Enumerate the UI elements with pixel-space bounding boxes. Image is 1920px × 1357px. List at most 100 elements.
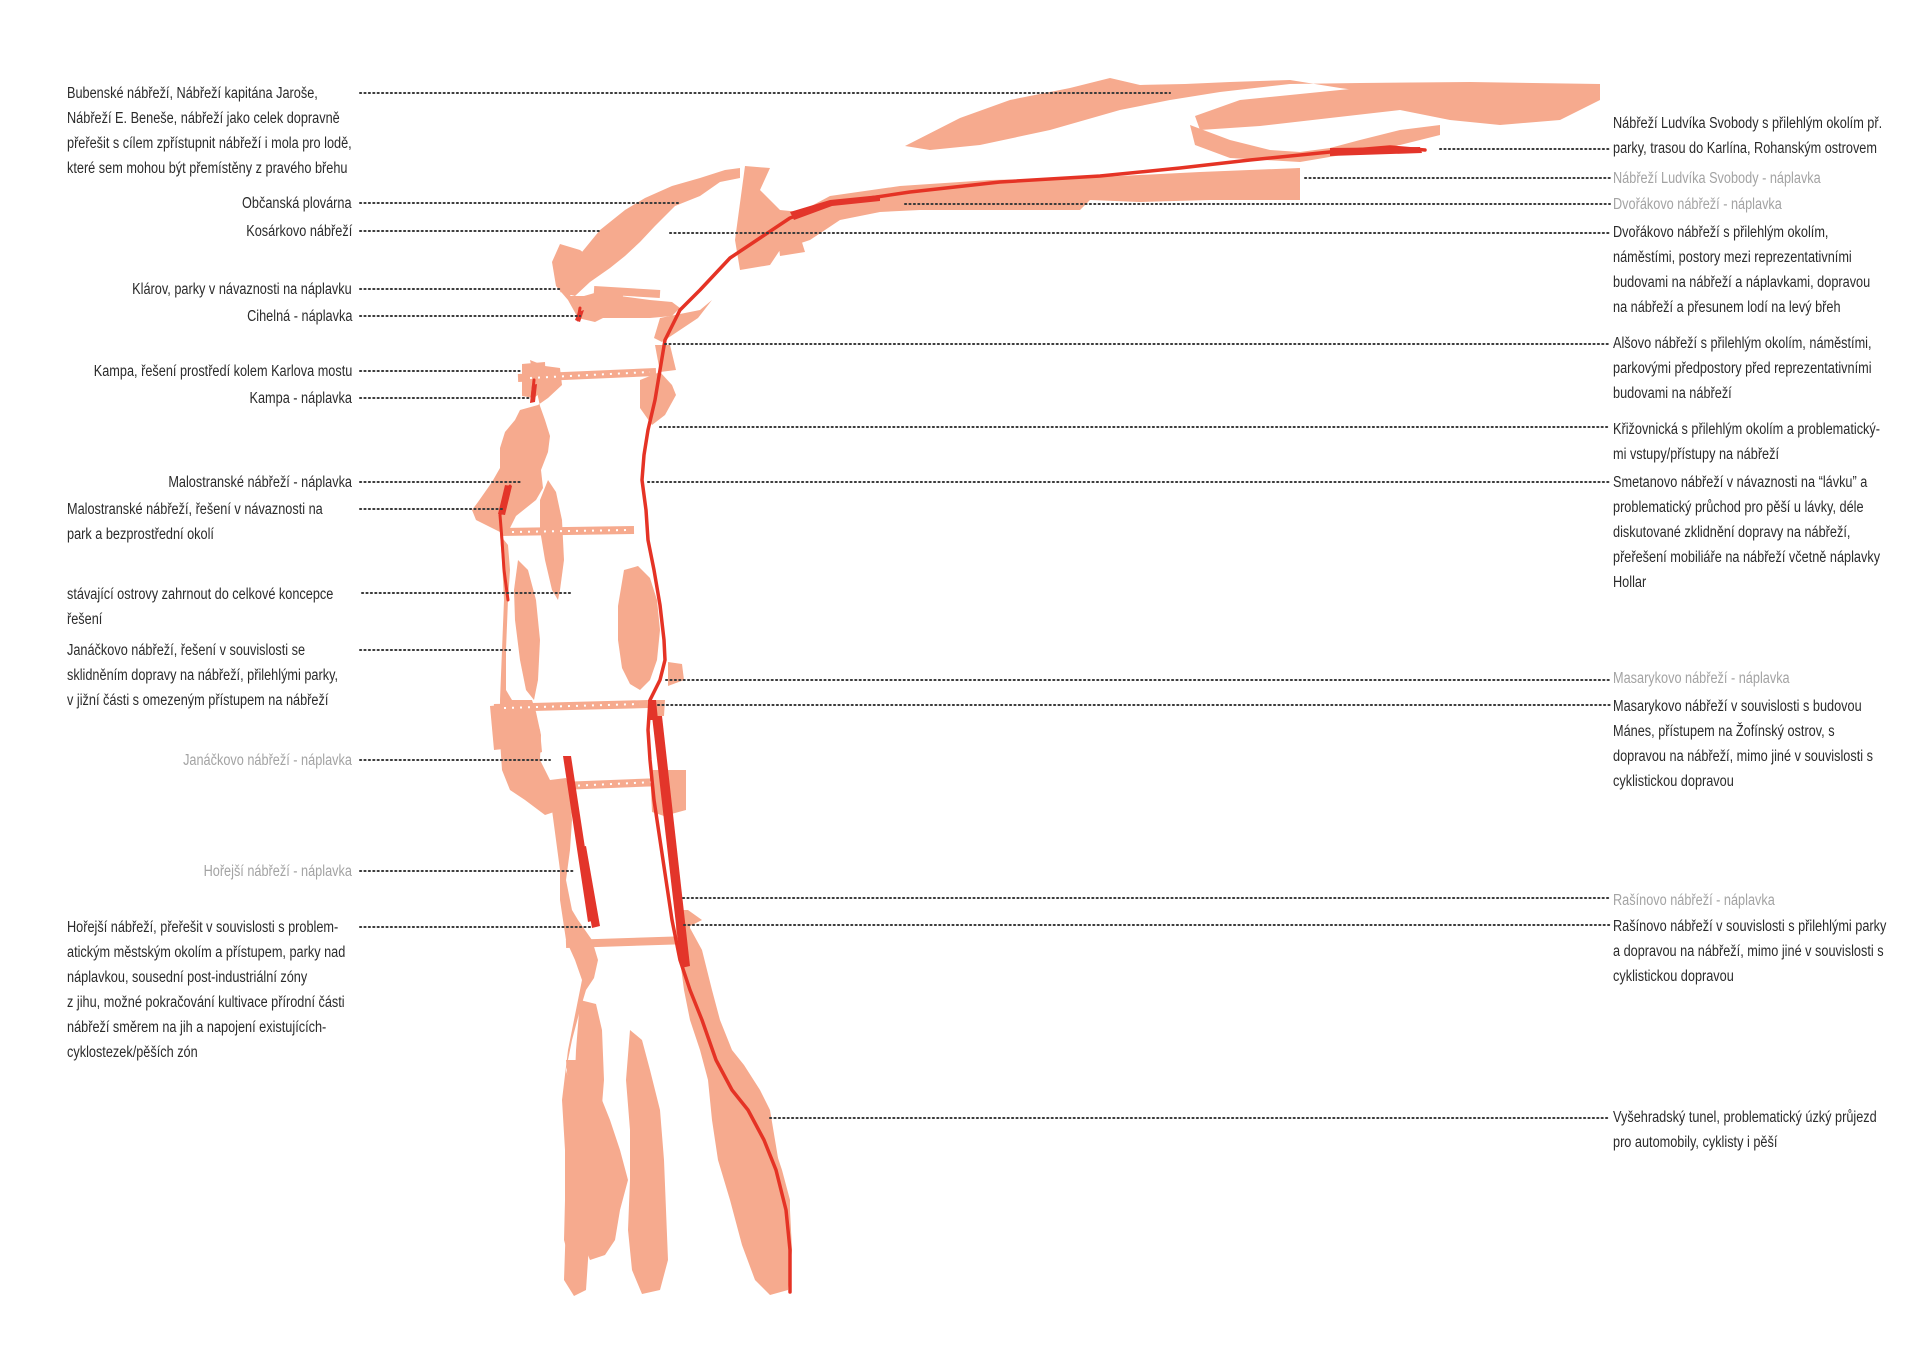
label-line: cyklostezek/pěších zón <box>67 1044 198 1061</box>
label-horejsi-naplavka: Hořejší nábřeží - náplavka <box>204 859 352 884</box>
label-bubenske: Bubenské nábřeží, Nábřeží kapitána Jaroš… <box>67 81 352 181</box>
label-line: Občanská plovárna <box>242 195 352 212</box>
land-cihelna <box>570 292 680 318</box>
label-line: cyklistickou dopravou <box>1613 773 1734 790</box>
label-line: přeřešení mobiliáře na nábřeží včetně ná… <box>1613 549 1881 566</box>
label-rasinovo-naplavka: Rašínovo nábřeží - náplavka <box>1613 888 1775 913</box>
label-smetanovo: Smetanovo nábřeží v návaznosti na “lávku… <box>1613 470 1880 595</box>
label-line: Alšovo nábřeží s přilehlým okolím, náměs… <box>1613 335 1872 352</box>
label-line: sklidněním dopravy na nábřeží, přilehlým… <box>67 667 339 684</box>
land-rohansky <box>1195 86 1430 130</box>
label-kosarkovo: Kosárkovo nábřeží <box>246 219 352 244</box>
bridge-legii-arches <box>511 529 629 533</box>
label-line: řešení <box>67 611 103 628</box>
bridge-svatopluk <box>593 286 661 298</box>
label-line: a dopravou na nábřeží, mimo jiné v souvi… <box>1613 943 1884 960</box>
land-west-janackovo <box>490 704 515 750</box>
label-line: které sem mohou být přemístěny z pravého… <box>67 160 348 177</box>
land-west-south-1 <box>550 778 598 1262</box>
naplavka-horejsi <box>578 846 600 928</box>
label-malostranske: Malostranské nábřeží, řešení v návaznost… <box>67 497 323 547</box>
label-line: Masarykovo nábřeží - náplavka <box>1613 670 1790 687</box>
label-horejsi: Hořejší nábřeží, přeřešit v souvislosti … <box>67 915 345 1065</box>
land-letna <box>560 168 740 296</box>
label-line: budovami na nábřeží <box>1613 385 1732 402</box>
label-line: budovami na nábřeží a náplavkami, doprav… <box>1613 274 1871 291</box>
label-ostrovy: stávající ostrovy zahrnout do celkové ko… <box>67 582 333 632</box>
label-line: Janáčkovo nábřeží - náplavka <box>183 752 352 769</box>
label-line: Rašínovo nábřeží v souvislosti s přilehl… <box>1613 918 1887 935</box>
label-kampa: Kampa, řešení prostředí kolem Karlova mo… <box>93 359 352 384</box>
label-line: Křižovnická s přilehlým okolím a problem… <box>1613 421 1880 438</box>
label-line: Dvořákovo nábřeží s přilehlým okolím, <box>1613 224 1829 241</box>
label-line: Nábřeží Ludvíka Svobody - náplavka <box>1613 170 1821 187</box>
bridge-jiraskuv <box>493 700 649 712</box>
naplavka-svobody <box>1330 147 1422 156</box>
label-dvorakovo-naplavka: Dvořákovo nábřeží - náplavka <box>1613 192 1782 217</box>
land-strelecky-island <box>514 560 540 700</box>
naplavka-dvorakovo <box>790 195 880 220</box>
land-nove-mesto-north <box>735 166 1300 270</box>
label-line: mi vstupy/přístupy na nábřeží <box>1613 446 1780 463</box>
land-west-smichov <box>564 1000 604 1296</box>
land-east-karlov <box>640 372 676 425</box>
label-line: Hořejší nábřeží - náplavka <box>203 863 352 880</box>
land-mala-strana <box>472 360 562 532</box>
label-line: Nábřeží E. Beneše, nábřeží jako celek do… <box>67 110 340 127</box>
label-line: Masarykovo nábřeží v souvislosti s budov… <box>1613 698 1862 715</box>
label-line: dopravou na nábřeží, mimo jiné v souvisl… <box>1613 748 1873 765</box>
naplavka-cihelna <box>575 310 584 322</box>
label-line: nábřeží směrem na jih a napojení existuj… <box>67 1019 327 1036</box>
label-line: Bubenské nábřeží, Nábřeží kapitána Jaroš… <box>67 85 318 102</box>
naplavka-malostranske <box>498 485 512 515</box>
bridge-railway <box>565 936 691 948</box>
label-svobody-naplavka: Nábřeží Ludvíka Svobody - náplavka <box>1613 166 1821 191</box>
label-line: Dvořákovo nábřeží - náplavka <box>1613 196 1782 213</box>
label-line: v jižní části s omezeným přístupem na ná… <box>67 692 329 709</box>
naplavka-kampa <box>530 384 537 403</box>
label-line: stávající ostrovy zahrnout do celkové ko… <box>67 586 334 603</box>
label-line: z jihu, možné pokračování kultivace přír… <box>67 994 345 1011</box>
land-kampa-island <box>540 480 564 600</box>
label-line: náplavkou, sousední post-industriální zó… <box>67 969 308 986</box>
label-line: pro automobily, cyklisty i pěší <box>1613 1134 1778 1151</box>
label-line: Kosárkovo nábřeží <box>246 223 352 240</box>
leaders-left <box>359 92 1171 928</box>
label-cihelna: Cihelná - náplavka <box>247 304 352 329</box>
label-line: Smetanovo nábřeží v návaznosti na “lávku… <box>1613 474 1868 491</box>
label-line: přeřešit s cílem zpřístupnit nábřeží i m… <box>67 135 352 152</box>
label-line: Malostranské nábřeží - náplavka <box>168 474 352 491</box>
label-malostranske-naplavka: Malostranské nábřeží - náplavka <box>168 470 352 495</box>
label-line: Malostranské nábřeží, řešení v návaznost… <box>67 501 323 518</box>
land-podoli-island <box>626 1030 668 1294</box>
label-masarykovo: Masarykovo nábřeží v souvislosti s budov… <box>1613 694 1873 794</box>
land-east-smetanovo <box>655 345 676 372</box>
label-masarykovo-naplavka: Masarykovo nábřeží - náplavka <box>1613 666 1790 691</box>
label-janackovo: Janáčkovo nábřeží, řešení v souvislosti … <box>67 638 338 713</box>
label-line: Kampa - náplavka <box>249 390 352 407</box>
label-line: Hořejší nábřeží, přeřešit v souvislosti … <box>67 919 339 936</box>
naplavka-masarykovo <box>648 700 658 720</box>
label-dvorakovo: Dvořákovo nábřeží s přilehlým okolím, nám… <box>1613 220 1870 320</box>
leaders-right <box>647 148 1611 1119</box>
label-krizovnicka: Křižovnická s přilehlým okolím a problem… <box>1613 417 1880 467</box>
label-line: náměstími, postory mezi reprezentativním… <box>1613 249 1852 266</box>
land-north-bank <box>905 78 1600 150</box>
label-janackovo-naplavka: Janáčkovo nábřeží - náplavka <box>183 748 352 773</box>
label-line: na nábřeží a přesunem lodí na levý břeh <box>1613 299 1841 316</box>
naplavka-rasinovo <box>652 716 690 968</box>
label-line: Vyšehradský tunel, problematický úzký pr… <box>1613 1109 1877 1126</box>
bridges <box>493 286 691 948</box>
embankment-east <box>640 145 1427 1294</box>
label-line: problematický průchod pro pěší u lávky, … <box>1613 499 1864 516</box>
label-line: Cihelná - náplavka <box>246 308 352 325</box>
land-east-masarykovo <box>668 662 684 686</box>
bridge-legii <box>499 526 635 536</box>
bridge-jiraskuv-arches <box>503 703 641 709</box>
label-line: Nábřeží Ludvíka Svobody s přilehlým okol… <box>1613 115 1883 132</box>
label-line: parkovými předpostory před reprezentativ… <box>1613 360 1872 377</box>
land-east-podoli <box>756 1140 790 1280</box>
label-line: Klárov, parky v návaznosti na náplavku <box>132 281 352 298</box>
land-holesovice-strip <box>1190 125 1440 162</box>
